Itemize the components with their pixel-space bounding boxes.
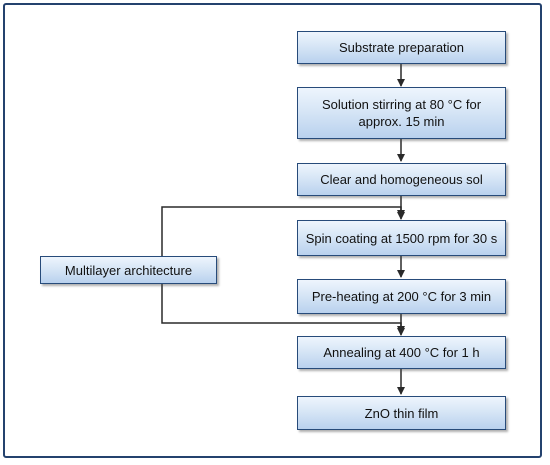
step-spin-coating: Spin coating at 1500 rpm for 30 s: [297, 220, 506, 256]
step-substrate-preparation: Substrate preparation: [297, 31, 506, 64]
multilayer-architecture-box: Multilayer architecture: [40, 256, 217, 284]
step-clear-sol: Clear and homogeneous sol: [297, 163, 506, 196]
step-solution-stirring: Solution stirring at 80 °C for approx. 1…: [297, 87, 506, 139]
step-pre-heating: Pre-heating at 200 °C for 3 min: [297, 279, 506, 314]
step-annealing: Annealing at 400 °C for 1 h: [297, 336, 506, 369]
step-zno-thin-film: ZnO thin film: [297, 396, 506, 430]
